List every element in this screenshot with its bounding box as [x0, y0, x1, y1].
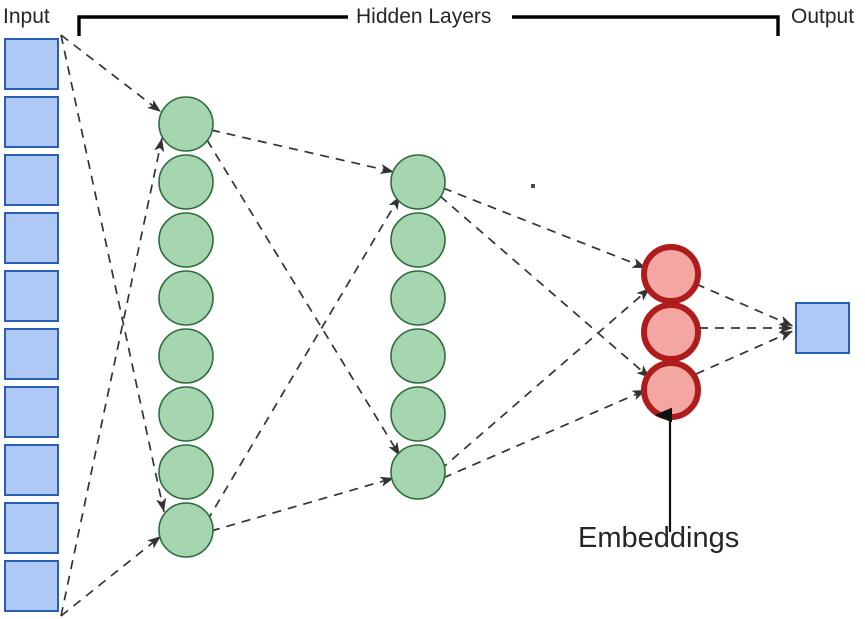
hidden-layer-2-node [390, 328, 446, 384]
embedding-layer-node [641, 302, 701, 362]
embeddings-label: Embeddings [578, 522, 740, 554]
output-layer-label: Output [791, 5, 855, 28]
hidden-layer-2-node [390, 212, 446, 268]
input-layer-node [4, 386, 59, 438]
input-layer-node [4, 444, 59, 496]
input-layer-node [4, 212, 59, 264]
embeddings-annotation [531, 184, 670, 532]
embedding-layer-node [641, 244, 701, 304]
hidden-layer-1-node [158, 96, 214, 152]
embedding-layer-node [641, 360, 701, 420]
hidden-layer-2-node [390, 154, 446, 210]
hidden-layer-1-node [158, 444, 214, 500]
input-layer-node [4, 270, 59, 322]
input-layer-node [4, 96, 59, 148]
hidden-layer-1-node [158, 270, 214, 326]
connection-edges [60, 34, 794, 617]
input-layer-label: Input [3, 5, 50, 28]
hidden-layer-1-node [158, 502, 214, 558]
hidden-layer-1-node [158, 154, 214, 210]
hidden-layer-1-node [158, 386, 214, 442]
output-layer-node [795, 302, 850, 354]
hidden-layer-2-node [390, 444, 446, 500]
hidden-layer-1-node [158, 328, 214, 384]
input-layer-node [4, 154, 59, 206]
hidden-layers-label: Hidden Layers [352, 6, 496, 27]
input-layer-node [4, 328, 59, 380]
hidden-layers-bracket [77, 15, 780, 36]
input-layer-node [4, 502, 59, 554]
hidden-layer-1-node [158, 212, 214, 268]
hidden-layer-2-node [390, 386, 446, 442]
input-layer-node [4, 560, 59, 612]
input-layer-node [4, 38, 59, 90]
hidden-layer-2-node [390, 270, 446, 326]
layer-nodes [4, 38, 850, 612]
